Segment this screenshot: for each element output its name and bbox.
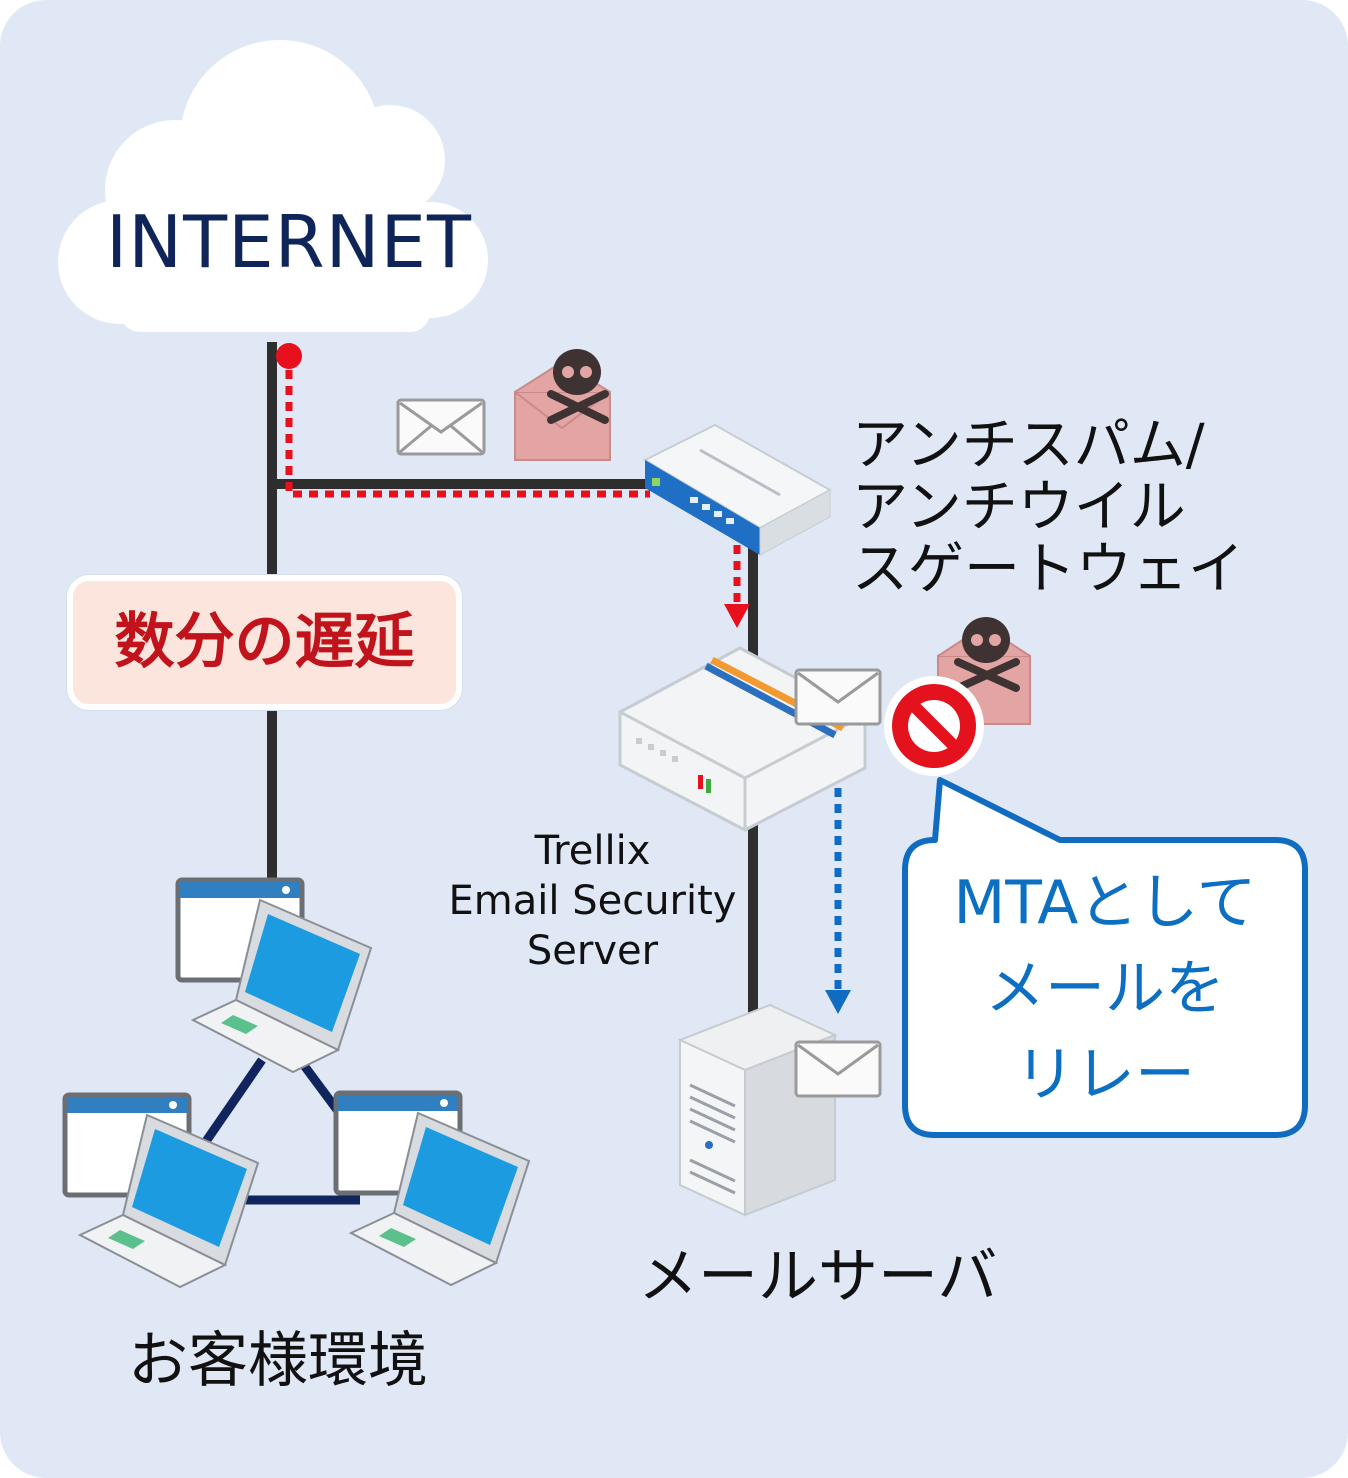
cloud-icon [58,40,488,332]
laptop-icon [175,877,373,1074]
envelope-icon [794,1040,882,1098]
internet-label: INTERNET [106,200,472,284]
laptop-icon [62,1092,260,1289]
gateway-appliance-icon [642,423,833,556]
laptop-icon [333,1090,531,1287]
gateway-label: アンチスパム/ アンチウイル スゲートウェイ [852,415,1244,601]
trellix-label-line: Email Security [448,878,737,924]
envelope-icon [396,398,486,456]
blocked-icon [884,676,984,776]
trellix-label: Trellix Email Security Server [440,826,745,976]
mta-callout-line: メールを [985,954,1225,1024]
delay-label: 数分の遅延 [114,607,415,677]
envelope-icon [794,668,882,726]
trellix-label-line: Server [526,928,659,974]
skull-envelope-icon [514,349,611,461]
trellix-label-line: Trellix [534,828,651,874]
mta-callout-line: MTAとして [953,868,1257,938]
gateway-label-line: スゲートウェイ [852,537,1244,602]
mail-server-label: メールサーバ [638,1242,998,1312]
skull-envelope-icon [937,617,1031,725]
customer-environment-label: お客様環境 [128,1326,428,1396]
malicious-path [276,343,750,628]
mta-callout-text: MTAとして メールを リレー [905,860,1305,1118]
mail-server-icon [677,1003,838,1217]
gateway-label-line: アンチウイル [852,475,1186,540]
mta-callout-line: リレー [1015,1040,1195,1110]
delay-badge [67,575,462,710]
mta-callout-bubble [902,777,1308,1138]
gateway-label-line: アンチスパム/ [852,413,1205,478]
